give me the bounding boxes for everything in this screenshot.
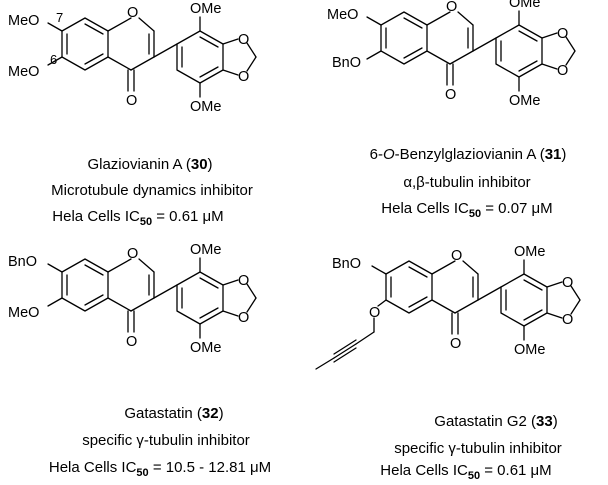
ring-oxygen-label: O [127,5,138,21]
compound-33-structure: O O OMe OMe O O BnO O [315,244,581,370]
compound-33-ic50: Hela Cells IC50 = 0.61 μM [380,462,552,482]
pos7-substituent: MeO [327,7,358,23]
dioxole-o1-label: O [557,26,568,42]
dioxole-o1-label: O [238,273,249,289]
carbonyl-oxygen-label: O [450,336,461,352]
compound-33-title: Gatastatin G2 (33) [434,413,558,430]
ring-oxygen-label: O [446,0,457,15]
ome-top-label: OMe [514,244,545,260]
carbonyl-oxygen-label: O [126,334,137,350]
compound-30-activity: Microtubule dynamics inhibitor [51,182,253,199]
compound-30-structure: O O OMe OMe O O MeO MeO 7 6 [8,1,257,115]
ring-oxygen-label: O [127,246,138,262]
compound-32-title: Gatastatin (32) [124,405,224,422]
compound-31-title: 6-O-Benzylglaziovianin A (31) [369,146,567,163]
compound-31-structure: O O OMe OMe O O MeO BnO [327,0,576,109]
pos6-substituent: BnO [332,55,361,71]
ome-top-label: OMe [190,1,221,17]
pos6-number: 6 [50,52,57,67]
compound-30-ic50: Hela Cells IC50 = 0.61 μM [52,208,224,228]
ome-top-label: OMe [509,0,540,11]
ome-bottom-label: OMe [190,99,221,115]
pos7-substituent: BnO [332,256,361,272]
ome-bottom-label: OMe [190,340,221,356]
pos6-substituent: MeO [8,305,39,321]
ring-oxygen-label: O [451,248,462,264]
compound-32-structure: O O OMe OMe O O BnO MeO [8,242,257,356]
dioxole-o2-label: O [238,310,249,326]
ome-bottom-label: OMe [509,93,540,109]
carbonyl-oxygen-label: O [445,87,456,103]
compound-32-ic50: Hela Cells IC50 = 10.5 - 12.81 μM [48,459,272,479]
pos7-number: 7 [56,10,63,25]
dioxole-o2-label: O [557,63,568,79]
compound-31-ic50: Hela Cells IC50 = 0.07 μM [381,200,553,220]
carbonyl-oxygen-label: O [126,93,137,109]
compound-32-activity: specific γ-tubulin inhibitor [82,432,250,449]
pos7-substituent: MeO [8,13,39,29]
compound-30-title: Glaziovianin A (30) [87,156,213,173]
pos6-substituent: MeO [8,64,39,80]
compound-31-activity: α,β-tubulin inhibitor [403,174,531,191]
compound-33-activity: specific γ-tubulin inhibitor [394,440,562,457]
dioxole-o1-label: O [562,275,573,291]
dioxole-o1-label: O [238,32,249,48]
ome-top-label: OMe [190,242,221,258]
ome-bottom-label: OMe [514,342,545,358]
dioxole-o2-label: O [562,312,573,328]
dioxole-o2-label: O [238,69,249,85]
pos7-substituent: BnO [8,254,37,270]
pos6-oxygen: O [369,305,380,321]
